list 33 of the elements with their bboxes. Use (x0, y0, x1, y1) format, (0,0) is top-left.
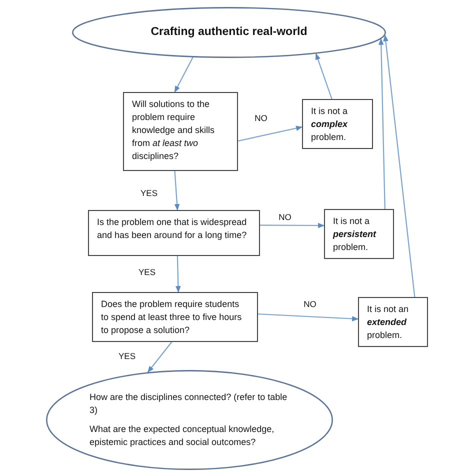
node-text: Will solutions to the problem require knowledge and skills from at least two disciplines? (132, 98, 216, 164)
outcome-box (302, 99, 373, 149)
title-text: Crafting authentic real-world (150, 25, 308, 40)
edge-label: YES (118, 351, 136, 361)
node-text: It is not an extended problem. (367, 303, 410, 342)
outcome-box (324, 209, 394, 259)
arrow (238, 126, 303, 142)
arrow (174, 170, 180, 211)
node-text: It is not a persistent problem. (333, 215, 378, 254)
decision-box (123, 92, 238, 171)
arrow (383, 34, 416, 298)
arrow (258, 313, 359, 322)
arrow (378, 38, 386, 210)
end-ellipse (46, 370, 333, 470)
edge-label: NO (302, 299, 318, 309)
node-text: How are the disciplines connected? (refer to table 3) (90, 390, 288, 417)
arrow (174, 57, 194, 93)
arrow (260, 222, 325, 228)
outcome-box (358, 297, 428, 347)
start-ellipse (72, 7, 386, 58)
decision-box (92, 292, 258, 342)
edge-label: YES (140, 188, 158, 198)
edge-label: NO (254, 113, 268, 123)
arrow (147, 342, 172, 373)
node-text: Is the problem one that is widespread and has been around for a long time? (97, 216, 248, 242)
arrow (176, 256, 181, 293)
node-text: What are the expected conceptual knowledge, epistemic practices and social outcomes? (90, 423, 276, 450)
node-text: It is not a complex problem. (311, 105, 349, 144)
edge-label: YES (138, 267, 156, 277)
node-text: Does the problem require students to spend at least three to five hours to propose a solution? (101, 298, 243, 338)
edge-label: NO (278, 212, 292, 222)
arrow (315, 53, 332, 100)
decision-box (88, 210, 260, 256)
